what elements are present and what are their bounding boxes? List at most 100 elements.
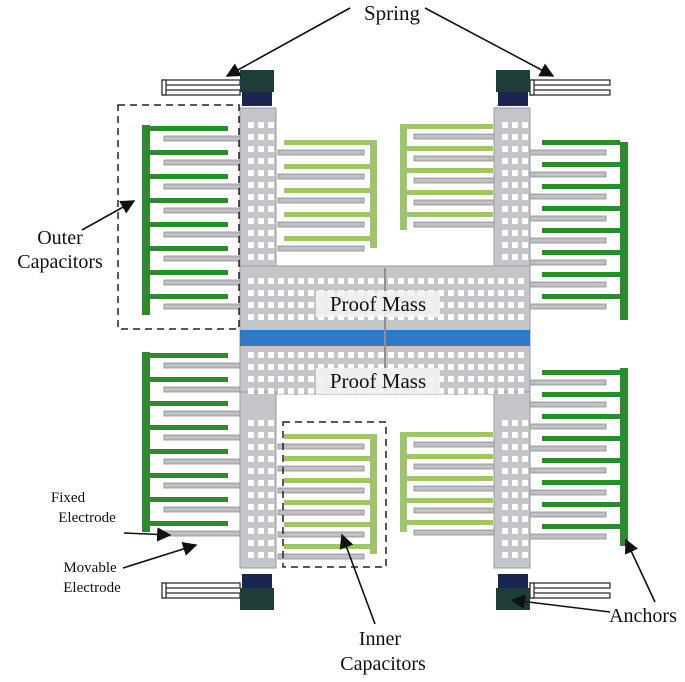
etch-hole — [502, 254, 508, 260]
spring-beam — [529, 89, 611, 96]
etch-hole — [408, 278, 414, 284]
movable-electrode-finger — [527, 281, 607, 288]
etch-hole — [512, 254, 518, 260]
annotation-arrows — [81, 7, 656, 625]
etch-hole — [512, 504, 518, 510]
movable-electrode-finger — [277, 531, 365, 538]
movable-electrode-finger — [413, 199, 501, 206]
etch-hole — [258, 194, 264, 200]
fixed-electrode-finger — [407, 190, 493, 195]
movable-electrode-finger — [527, 533, 607, 540]
etch-hole — [488, 302, 494, 308]
inner-capacitor-electrodes — [277, 124, 501, 560]
etch-hole — [488, 352, 494, 358]
etch-hole — [358, 352, 364, 358]
spring-fold — [529, 79, 535, 96]
etch-hole — [512, 218, 518, 224]
spring-fold — [529, 582, 535, 599]
etch-hole — [522, 194, 528, 200]
etch-hole — [308, 352, 314, 358]
spring-fold — [161, 582, 167, 599]
etch-hole — [258, 388, 264, 394]
fixed-electrode-finger — [284, 140, 370, 145]
etch-hole — [448, 352, 454, 358]
movable-electrode-finger — [163, 279, 243, 286]
etch-hole — [378, 364, 384, 370]
fixed-electrode-finger — [407, 498, 493, 503]
etch-hole — [248, 146, 254, 152]
etch-hole — [522, 540, 528, 546]
fixed-electrode-finger — [542, 184, 620, 189]
movable-electrode-finger — [163, 183, 243, 190]
fixed-electrode-finger — [284, 478, 370, 483]
etch-hole — [522, 480, 528, 486]
etch-hole — [508, 388, 514, 394]
etch-hole — [328, 364, 334, 370]
etch-hole — [258, 278, 264, 284]
etch-hole — [268, 242, 274, 248]
movable-electrode-finger — [163, 530, 243, 537]
etch-hole — [498, 278, 504, 284]
etch-hole — [268, 388, 274, 394]
etch-hole — [502, 122, 508, 128]
etch-hole — [248, 516, 254, 522]
etch-hole — [512, 170, 518, 176]
fixed-electrode-spine — [142, 125, 150, 315]
etch-hole — [318, 278, 324, 284]
spring-label: Spring — [364, 1, 421, 25]
fixed-electrode-finger — [407, 454, 493, 459]
etch-hole — [348, 352, 354, 358]
etch-hole — [258, 134, 264, 140]
fixed-electrode-finger — [407, 212, 493, 217]
etch-hole — [502, 480, 508, 486]
movable-electrode-finger — [413, 133, 501, 140]
movable-electrode-finger — [277, 465, 365, 472]
fixed-electrode-finger — [284, 544, 370, 549]
outer-capacitor-electrodes — [142, 125, 628, 546]
fixed-electrode-finger — [284, 212, 370, 217]
etch-hole — [512, 492, 518, 498]
etch-hole — [518, 364, 524, 370]
etch-hole — [522, 206, 528, 212]
etch-hole — [248, 278, 254, 284]
anchor-pad — [496, 588, 530, 610]
etch-hole — [502, 158, 508, 164]
etch-hole — [298, 364, 304, 370]
etch-hole — [268, 170, 274, 176]
etch-hole — [258, 376, 264, 382]
etch-hole — [248, 504, 254, 510]
fixed-electrode-spine — [620, 142, 628, 320]
etch-hole — [248, 158, 254, 164]
movable-electrode-finger — [163, 362, 243, 369]
etch-hole — [248, 432, 254, 438]
etch-hole — [398, 364, 404, 370]
fixed-electrode-arrow — [123, 527, 172, 542]
etch-hole — [522, 134, 528, 140]
etch-hole — [522, 528, 528, 534]
fixed-electrode-finger — [150, 449, 228, 454]
etch-hole — [278, 352, 284, 358]
etch-hole — [268, 230, 274, 236]
inner-capacitors-label-line1: Inner — [359, 628, 402, 650]
etch-hole — [298, 352, 304, 358]
etch-hole — [478, 290, 484, 296]
movable-electrode-finger — [413, 507, 501, 514]
etch-hole — [268, 420, 274, 426]
etch-hole — [268, 134, 274, 140]
etch-hole — [522, 420, 528, 426]
fixed-electrode-label-line1: Fixed — [51, 490, 86, 506]
etch-hole — [512, 134, 518, 140]
etch-hole — [522, 122, 528, 128]
spring-beam — [161, 592, 241, 599]
etch-hole — [502, 456, 508, 462]
movable-electrode-finger — [277, 221, 365, 228]
fixed-electrode-finger — [407, 476, 493, 481]
etch-hole — [498, 314, 504, 320]
fixed-electrode-finger — [407, 124, 493, 129]
etch-hole — [498, 364, 504, 370]
etch-hole — [488, 290, 494, 296]
etch-hole — [498, 376, 504, 382]
etch-hole — [448, 290, 454, 296]
movable-electrode-finger — [527, 445, 607, 452]
fixed-electrode-finger — [150, 174, 228, 179]
